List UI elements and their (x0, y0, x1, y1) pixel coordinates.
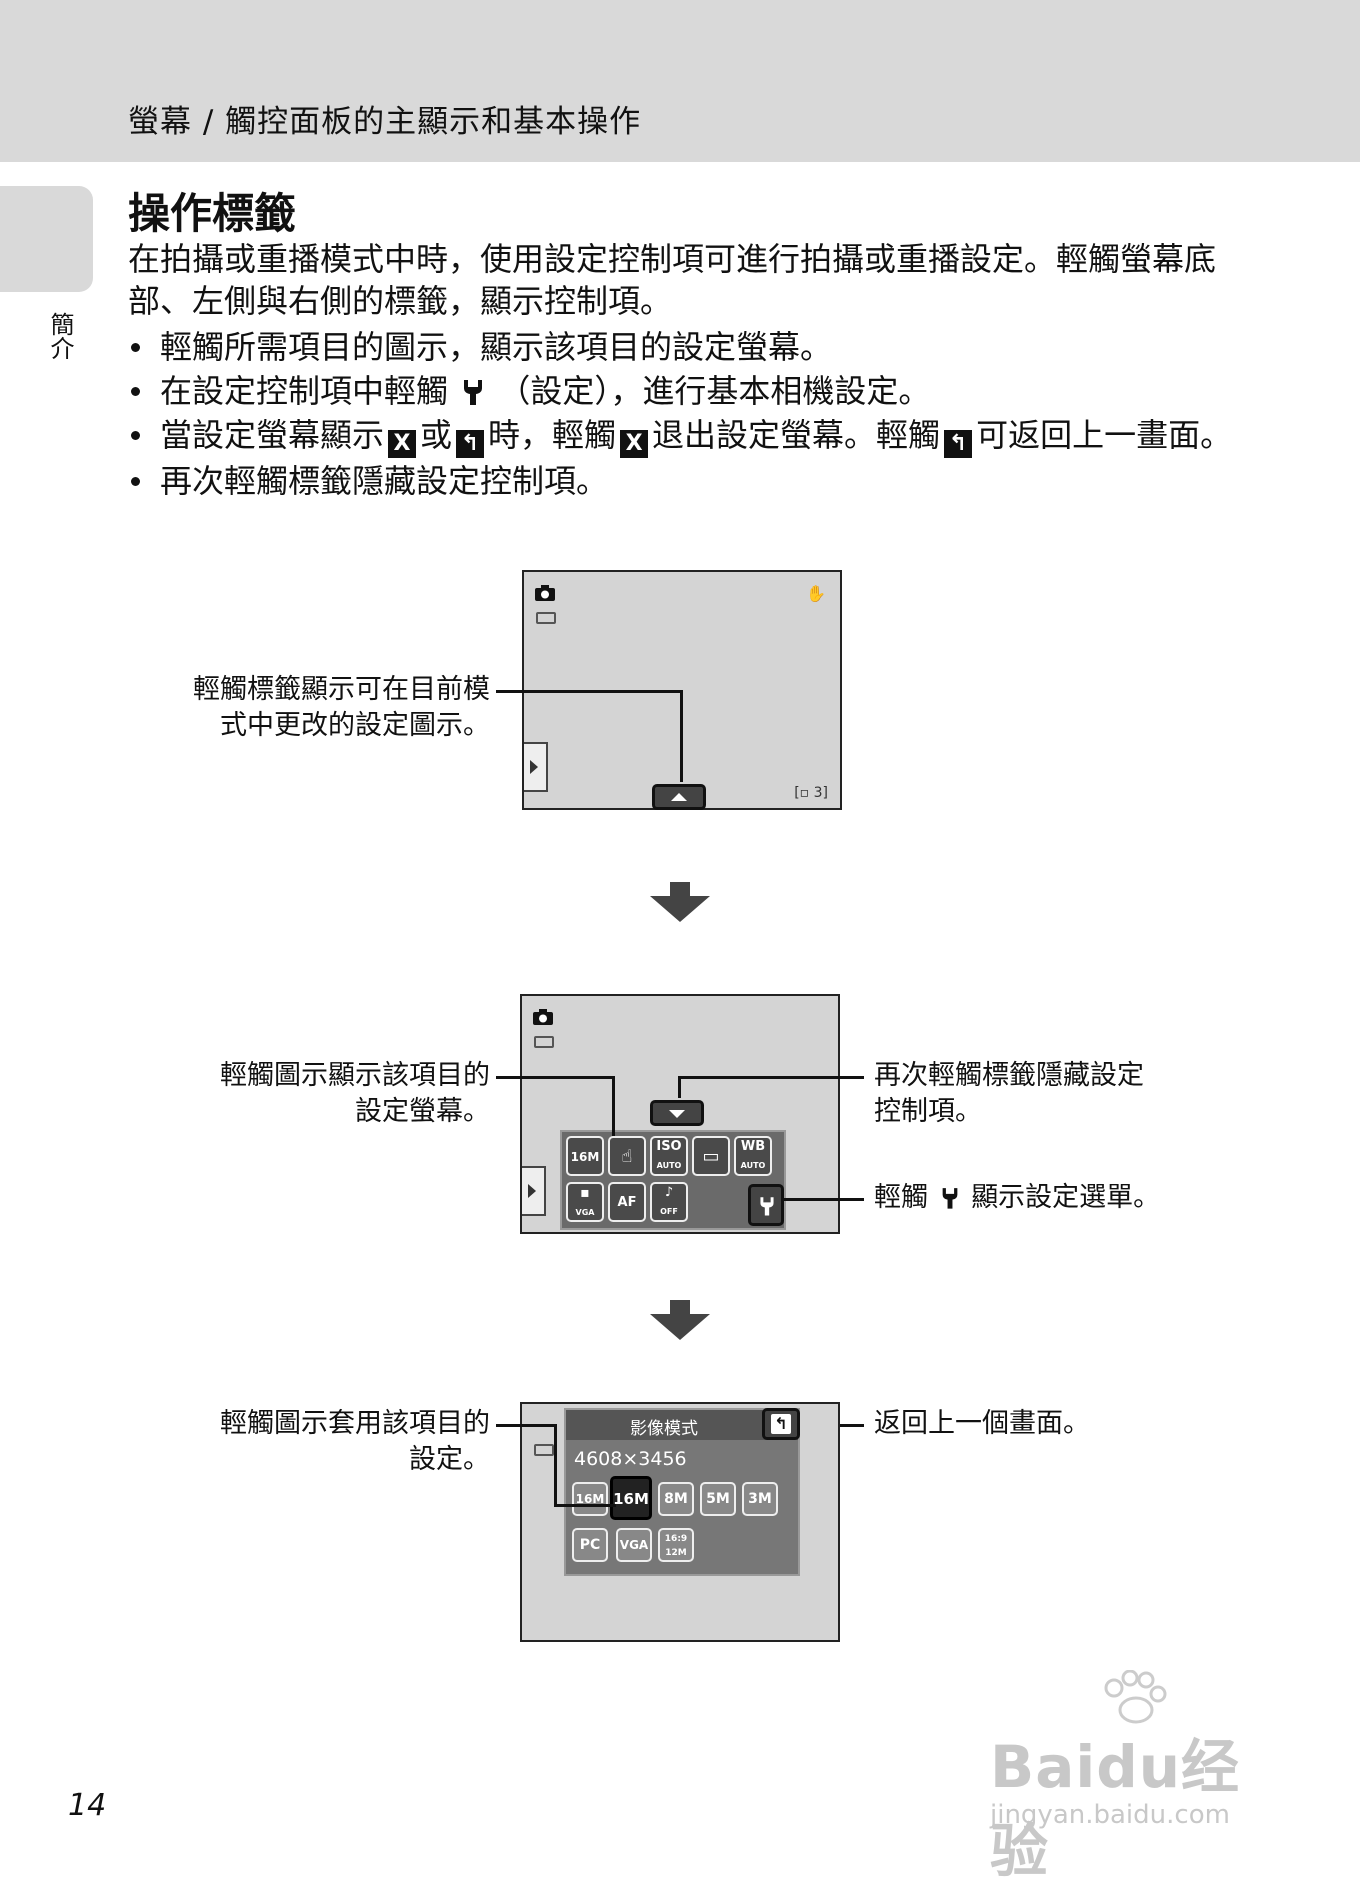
image-size-option-selected[interactable]: 16M (610, 1476, 652, 1520)
battery-icon (534, 1444, 554, 1456)
flow-arrow-stem (670, 882, 690, 896)
image-size-option[interactable]: 16:9 12M (658, 1528, 694, 1562)
intro-paragraph: 在拍攝或重播模式中時，使用設定控制項可進行拍攝或重播設定。輕觸螢幕底部、左側與右… (128, 240, 1217, 320)
wrench-icon (942, 1188, 957, 1209)
chapter-label: 簡介 (46, 312, 74, 360)
image-size-option[interactable]: 3M (742, 1482, 778, 1516)
baidu-watermark: Baidu经验 jingyan.baidu.com (990, 1670, 1290, 1885)
close-icon: X (620, 430, 649, 458)
movie-af-button[interactable]: AF (608, 1182, 646, 1222)
flow-arrow-stem (670, 1300, 690, 1314)
callout-line (554, 1504, 616, 1507)
flow-arrow-icon (650, 1314, 710, 1340)
back-icon: ↰ (771, 1414, 791, 1434)
page-header: 螢幕 / 觸控面板的主顯示和基本操作 (0, 0, 1360, 162)
image-size-option[interactable]: 16M (572, 1482, 608, 1516)
bottom-tab-button[interactable] (652, 784, 706, 810)
callout-line (496, 690, 682, 693)
bullet-list: 輕觸所需項目的圖示，顯示該項目的設定螢幕。 在設定控制項中輕觸 （設定），進行基… (128, 326, 1248, 504)
callout-line (840, 1424, 864, 1427)
screen1-caption: 輕觸標籤顯示可在目前模 式中更改的設定圖示。 (193, 674, 490, 741)
chevron-down-icon (669, 1110, 685, 1118)
callout-line (680, 690, 683, 782)
camera-icon (535, 585, 555, 601)
chevron-right-icon (528, 1184, 536, 1198)
frames-remaining: [▫ 3] (794, 785, 828, 801)
screen2-right-bottom-caption: 輕觸 顯示設定選單。 (874, 1182, 1161, 1213)
image-size-option[interactable]: 8M (658, 1482, 694, 1516)
battery-icon (536, 612, 556, 624)
page-number: 14 (68, 1788, 107, 1823)
left-tab-button[interactable] (522, 1166, 546, 1216)
callout-line (678, 1076, 681, 1098)
setup-button[interactable] (748, 1184, 784, 1226)
callout-line (496, 1076, 614, 1079)
left-tab-button[interactable] (524, 742, 548, 792)
camera-icon (533, 1009, 553, 1025)
callout-line (784, 1198, 864, 1201)
image-mode-button[interactable]: 16M (566, 1136, 604, 1176)
back-button[interactable]: ↰ (762, 1408, 800, 1440)
panel-title: 影像模式 (630, 1419, 698, 1439)
continuous-button[interactable]: ▭ (692, 1136, 730, 1176)
watermark-url: jingyan.baidu.com (990, 1800, 1230, 1830)
screen3-left-caption: 輕觸圖示套用該項目的 設定。 (220, 1408, 490, 1475)
image-size-option[interactable]: PC (572, 1528, 608, 1562)
back-icon: ↰ (944, 430, 973, 458)
callout-line (678, 1076, 864, 1079)
bullet-item: 輕觸所需項目的圖示，顯示該項目的設定螢幕。 (128, 326, 1248, 368)
header-title: 螢幕 / 觸控面板的主顯示和基本操作 (128, 104, 642, 140)
camera-screen-3: 影像模式 4608×3456 16M 16M 8M 5M 3M PC VGA 1… (520, 1402, 840, 1642)
back-icon: ↰ (456, 430, 485, 458)
screen3-right-caption: 返回上一個畫面。 (874, 1408, 1090, 1439)
bullet-item: 再次輕觸標籤隱藏設定控制項。 (128, 460, 1248, 502)
callout-line (496, 1424, 556, 1427)
close-icon: X (388, 430, 417, 458)
screen2-left-caption: 輕觸圖示顯示該項目的 設定螢幕。 (220, 1060, 490, 1127)
wrench-icon (464, 380, 483, 405)
paw-logo-icon (1104, 1670, 1167, 1724)
image-mode-panel: 影像模式 4608×3456 16M 16M 8M 5M 3M PC VGA 1… (564, 1408, 800, 1576)
image-size-option[interactable]: VGA (616, 1528, 652, 1562)
section-title: 操作標籤 (128, 189, 297, 238)
hide-tab-button[interactable] (650, 1100, 704, 1126)
battery-icon (534, 1036, 554, 1048)
wrench-icon (760, 1197, 774, 1216)
chevron-right-icon (530, 760, 538, 774)
bullet-item: 在設定控制項中輕觸 （設定），進行基本相機設定。 (128, 370, 1248, 412)
image-size-option[interactable]: 5M (700, 1482, 736, 1516)
callout-line (554, 1424, 557, 1506)
flow-arrow-icon (650, 896, 710, 922)
wind-noise-button[interactable]: ♪OFF (650, 1182, 688, 1222)
panel-title-bar (566, 1410, 798, 1440)
screen2-right-top-caption: 再次輕觸標籤隱藏設定 控制項。 (874, 1060, 1144, 1127)
resolution-readout: 4608×3456 (574, 1448, 687, 1470)
touch-shooting-button[interactable]: ☝ (608, 1136, 646, 1176)
vibration-reduction-icon: ✋ (806, 584, 826, 603)
chevron-up-icon (671, 793, 687, 801)
callout-line (612, 1076, 615, 1136)
movie-button[interactable]: ▪VGA (566, 1182, 604, 1222)
chapter-tab (0, 186, 93, 292)
